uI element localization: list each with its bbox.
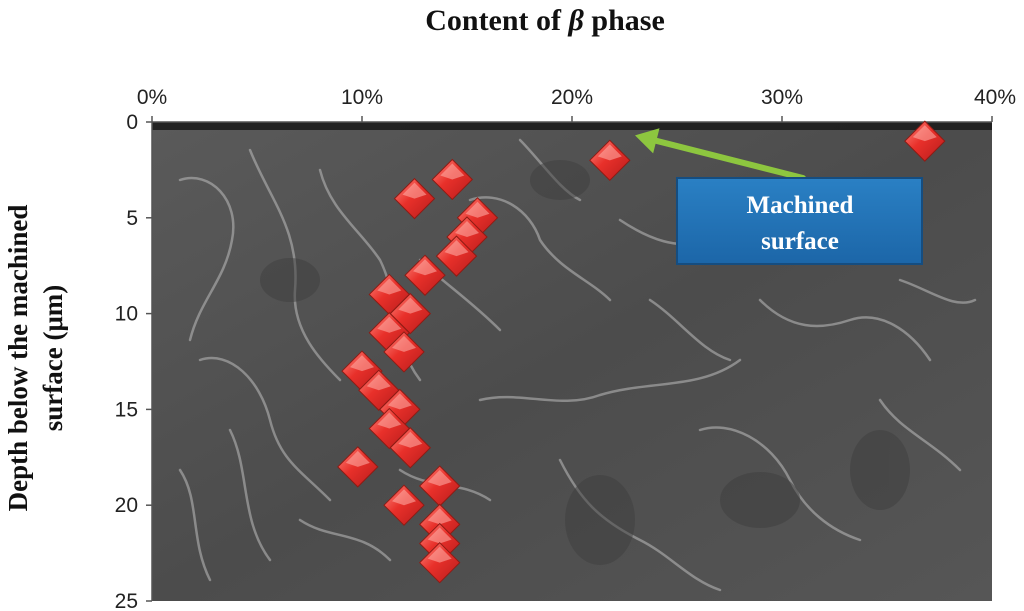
data-point [383, 331, 425, 373]
y-tick-label: 25 [115, 590, 138, 611]
annotation-box [676, 177, 923, 265]
data-point [418, 541, 461, 584]
y-tick-label: 15 [115, 398, 138, 421]
y-tick-label: 0 [126, 111, 138, 134]
chart-title: Content of β phase [425, 4, 665, 37]
data-point [589, 139, 631, 182]
annotation-arrow [653, 137, 806, 181]
y-ticks: 0 5 10 15 20 25 [115, 111, 152, 611]
y-tick-label: 5 [126, 207, 138, 230]
data-point [435, 235, 478, 277]
annotation: Machined surface [635, 128, 923, 265]
x-axis: 0% 10% 20% 30% 40% [137, 86, 1016, 123]
y-tick-label: 10 [115, 303, 138, 326]
data-points [337, 120, 946, 584]
annotation-line1: Machined [747, 192, 854, 219]
y-axis-label: Depth below the machined surface (μm) [3, 205, 68, 512]
annotation-arrow-head [635, 128, 660, 154]
data-point [404, 254, 446, 296]
data-point [904, 120, 946, 162]
x-tick-label: 30% [761, 86, 803, 109]
data-point [393, 177, 436, 220]
annotation-line2: surface [761, 228, 839, 255]
x-tick-label: 10% [341, 86, 383, 109]
data-point [389, 427, 432, 469]
y-tick-label: 20 [115, 494, 138, 517]
x-ticks: 0% 10% 20% 30% 40% [137, 86, 1016, 122]
data-point [383, 484, 425, 526]
y-axis-label-line1: Depth below the machined [3, 205, 33, 512]
y-axis-label-line2: surface (μm) [38, 285, 68, 432]
x-tick-label: 0% [137, 86, 167, 109]
data-point [337, 446, 379, 488]
x-tick-label: 40% [974, 86, 1016, 109]
y-axis: 0 5 10 15 20 25 [115, 111, 153, 611]
data-point [431, 158, 474, 201]
x-tick-label: 20% [551, 86, 593, 109]
